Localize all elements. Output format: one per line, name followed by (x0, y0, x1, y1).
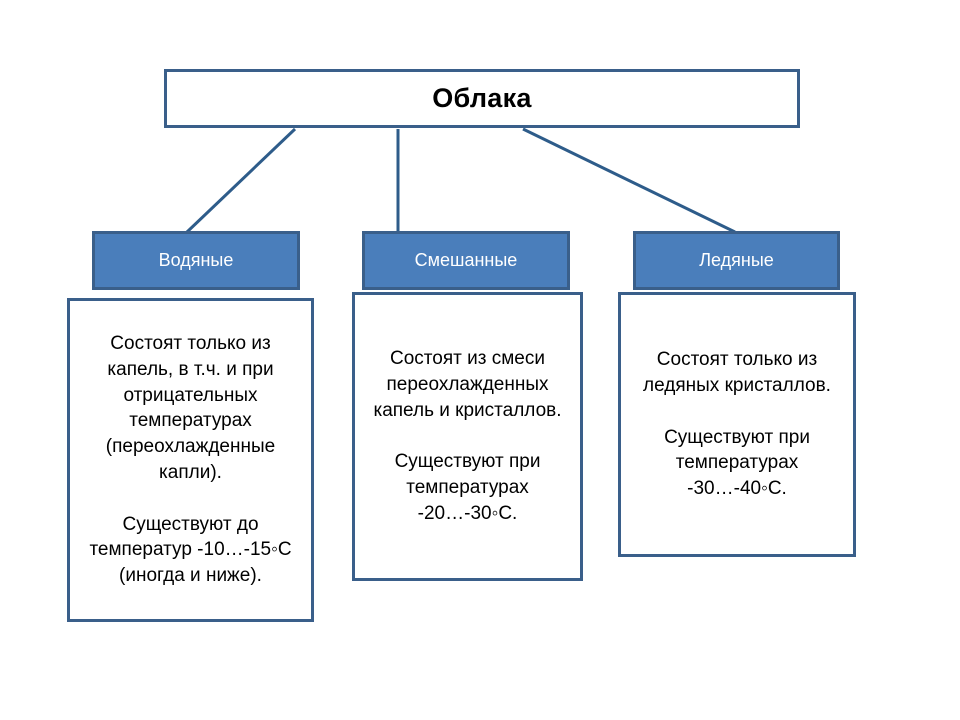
category-header-mixed: Смешанные (362, 231, 570, 290)
description-text: Состоят только из ледяных кристаллов. Су… (643, 349, 831, 500)
category-header-water: Водяные (92, 231, 300, 290)
connector-line-right (522, 127, 736, 234)
description-text: Состоят из смеси переохлажденных капель … (373, 348, 562, 525)
description-box-water: Состоят только из капель, в т.ч. и при о… (67, 298, 314, 622)
description-box-ice: Состоят только из ледяных кристаллов. Су… (618, 292, 856, 557)
page-title: Облака (432, 83, 532, 113)
description-box-mixed: Состоят из смеси переохлажденных капель … (352, 292, 583, 581)
category-header-label: Смешанные (414, 250, 518, 270)
category-header-ice: Ледяные (633, 231, 840, 290)
connector-line-left (185, 127, 297, 234)
description-text: Состоят только из капель, в т.ч. и при о… (89, 332, 292, 587)
category-header-label: Водяные (158, 250, 234, 270)
category-header-label: Ледяные (699, 250, 774, 270)
root-node-clouds: Облака (164, 69, 800, 128)
